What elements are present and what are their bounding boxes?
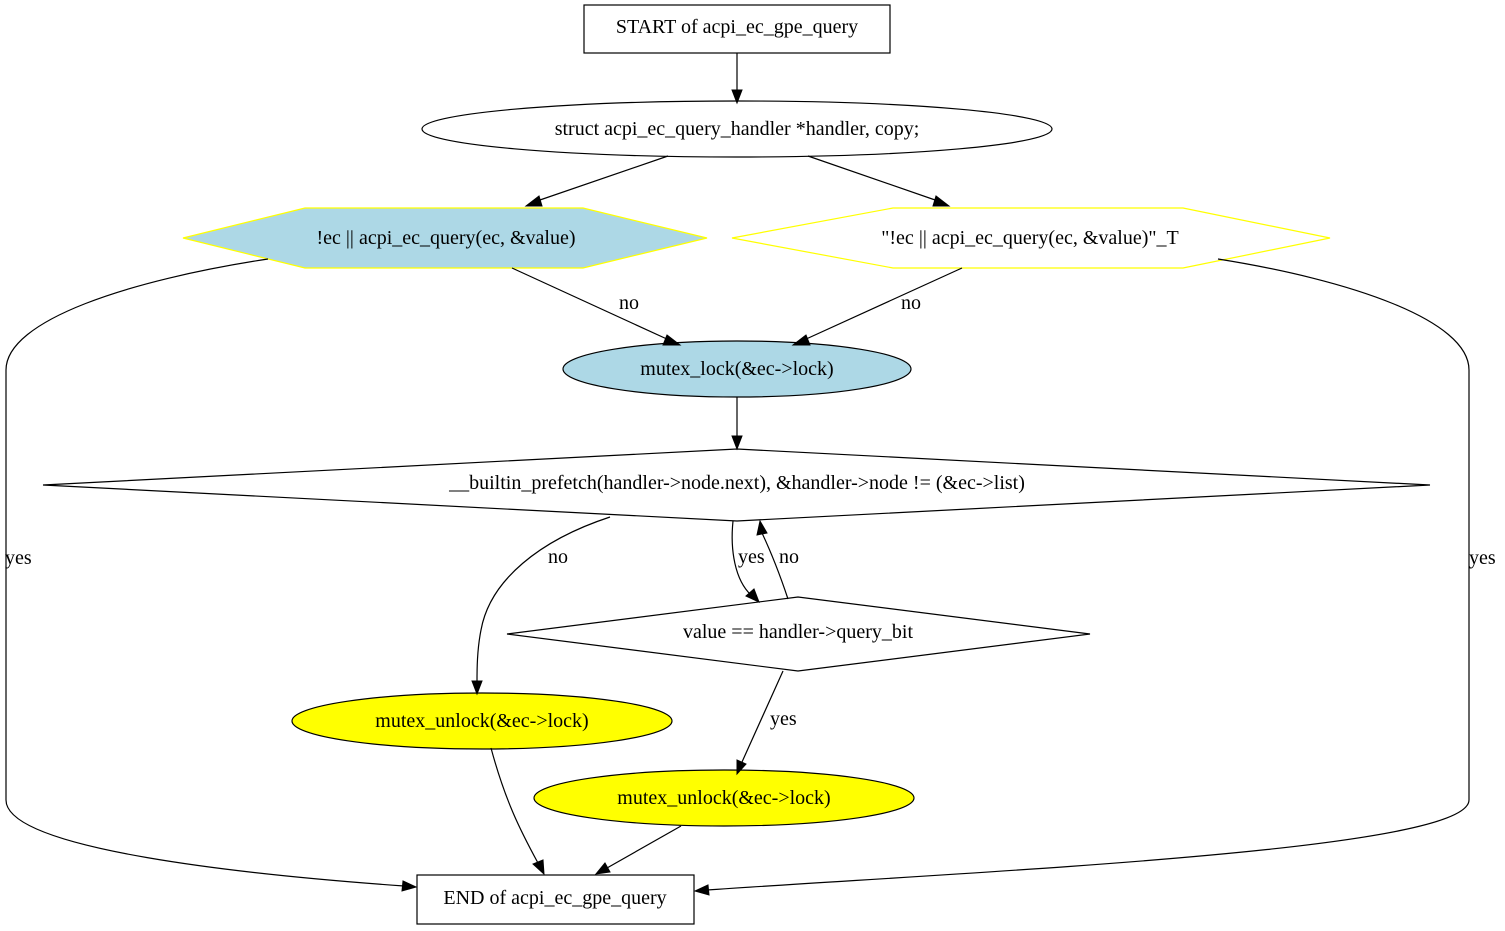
- node-value-check: value == handler->query_bit: [506, 596, 1091, 672]
- edge-label-cond-query-no: no: [619, 292, 639, 314]
- edge-unlock-a-to-end: [490, 747, 545, 876]
- edge-decl-to-cond-query-t: [807, 155, 951, 207]
- edge-mutex-lock-to-loop-cond: [731, 397, 743, 451]
- node-loop-cond: __builtin_prefetch(handler->node.next), …: [42, 448, 1431, 522]
- node-cond-query-t: "!ec || acpi_ec_query(ec, &value)"_T: [731, 207, 1331, 269]
- node-value-check-label: value == handler->query_bit: [683, 621, 913, 643]
- edge-decl-to-cond-query: [524, 155, 669, 207]
- arrowhead: [745, 588, 760, 603]
- edge-cond-query-t-to-end: [693, 258, 1470, 896]
- node-loop-cond-label: __builtin_prefetch(handler->node.next), …: [448, 472, 1025, 494]
- edge-label-loop-no: no: [548, 546, 568, 568]
- arrowhead: [756, 519, 768, 536]
- node-start-label: START of acpi_ec_gpe_query: [616, 16, 858, 38]
- edge-cond-query-t-to-mutex-lock: [791, 267, 963, 346]
- node-unlock-b-label: mutex_unlock(&ec->lock): [617, 787, 830, 809]
- node-cond-query-t-shape: [731, 207, 1331, 269]
- arrowhead: [791, 334, 811, 346]
- edge-cond-query-to-end: [5, 258, 418, 892]
- node-decl: struct acpi_ec_query_handler *handler, c…: [421, 100, 1053, 158]
- edge-label-cond-query-t-no: no: [901, 292, 921, 314]
- node-start-shape: [583, 4, 891, 54]
- arrowhead: [594, 862, 611, 875]
- edge-label-cond-query-yes: yes: [5, 547, 32, 569]
- edge-label-loop-yes: yes: [738, 546, 765, 568]
- edge-label-value-no: no: [779, 546, 799, 568]
- arrowhead: [524, 195, 543, 207]
- edge-value-check-to-unlock-b: [736, 670, 784, 776]
- arrowhead: [731, 435, 743, 451]
- edge-unlock-b-to-end: [594, 825, 682, 875]
- node-start: START of acpi_ec_gpe_query: [583, 4, 891, 54]
- arrowhead: [471, 680, 483, 696]
- node-cond-query: !ec || acpi_ec_query(ec, &value): [182, 207, 708, 269]
- node-mutex-lock: mutex_lock(&ec->lock): [562, 340, 912, 398]
- arrowhead: [736, 759, 747, 776]
- node-decl-label: struct acpi_ec_query_handler *handler, c…: [555, 118, 920, 140]
- arrowhead: [932, 195, 951, 207]
- node-unlock-a-shape: [291, 692, 673, 750]
- arrowhead: [401, 880, 418, 892]
- edge-loop-cond-to-unlock-a: [471, 516, 611, 696]
- arrowhead: [731, 89, 743, 105]
- edge-start-to-decl: [731, 53, 743, 105]
- node-end-label: END of acpi_ec_gpe_query: [443, 887, 666, 909]
- node-end: END of acpi_ec_gpe_query: [416, 874, 695, 925]
- edge-value-check-to-loop-cond: [756, 519, 789, 600]
- edge-label-value-yes: yes: [770, 708, 797, 730]
- node-value-check-shape: [506, 596, 1091, 672]
- node-unlock-b-shape: [533, 769, 915, 827]
- node-mutex-lock-label: mutex_lock(&ec->lock): [640, 358, 833, 380]
- arrowhead: [532, 859, 545, 876]
- arrowhead: [662, 334, 682, 346]
- edge-label-cond-query-t-yes: yes: [1469, 547, 1496, 569]
- node-cond-query-label: !ec || acpi_ec_query(ec, &value): [317, 227, 576, 249]
- arrowhead: [693, 884, 710, 896]
- edge-loop-cond-to-value-check: [731, 520, 760, 603]
- node-unlock-a-label: mutex_unlock(&ec->lock): [375, 710, 588, 732]
- node-cond-query-t-label: "!ec || acpi_ec_query(ec, &value)"_T: [881, 227, 1179, 249]
- node-unlock-a: mutex_unlock(&ec->lock): [291, 692, 673, 750]
- node-cond-query-shape: [182, 207, 708, 269]
- node-unlock-b: mutex_unlock(&ec->lock): [533, 769, 915, 827]
- node-loop-cond-shape: [42, 448, 1431, 522]
- edge-cond-query-to-mutex-lock: [511, 267, 682, 346]
- node-end-shape: [416, 874, 695, 925]
